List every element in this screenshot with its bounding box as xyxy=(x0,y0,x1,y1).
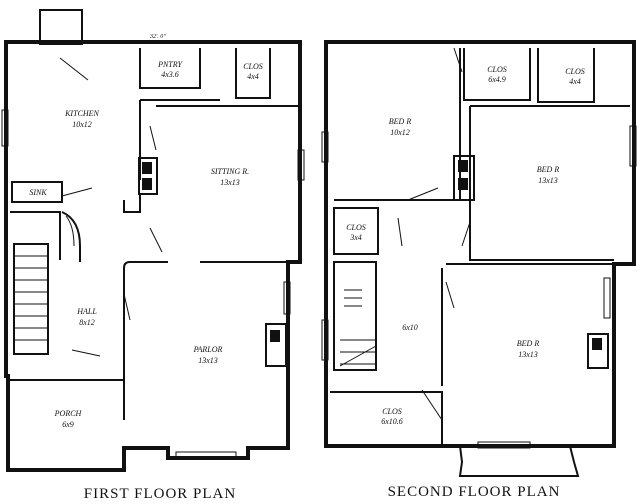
door-swing xyxy=(149,227,163,253)
window xyxy=(603,277,611,319)
window xyxy=(1,109,9,147)
second-floor-plan: BED R 10x12 CLOS 6x4.9 CLOS 4x4 BED R 13… xyxy=(321,40,637,477)
hall-label: HALL xyxy=(76,307,97,316)
closet-3-label: CLOS xyxy=(346,223,366,232)
closet-label: CLOS xyxy=(243,62,263,71)
door-swing xyxy=(397,217,403,247)
stair-curve xyxy=(61,211,81,262)
door-swing xyxy=(61,187,93,197)
wall xyxy=(469,106,614,261)
stairs xyxy=(13,243,49,355)
closet-1-label: CLOS xyxy=(487,65,507,74)
bedroom-1-size: 10x12 xyxy=(390,128,410,137)
pantry-label: PNTRY xyxy=(157,60,183,69)
fireplace-box xyxy=(142,162,152,174)
window xyxy=(321,319,329,361)
stairs xyxy=(333,261,377,371)
pantry-walls xyxy=(139,48,201,89)
kitchen-label: KITCHEN xyxy=(64,109,99,118)
door-swing xyxy=(71,349,101,357)
first-floor-caption: FIRST FLOOR PLAN xyxy=(84,486,236,502)
door-swing xyxy=(461,221,471,247)
bedroom-1-label: BED R xyxy=(389,117,412,126)
closet-2-size: 4x4 xyxy=(569,77,581,86)
closet-walls xyxy=(333,207,379,255)
bay-outline xyxy=(458,445,580,477)
chimney-top xyxy=(39,9,83,45)
bedroom-3-label: BED R xyxy=(517,339,540,348)
first-floor-plan: 32'. 0" PNTRY 4x3.6 CLOS 4x4 KITCHEN 10x… xyxy=(1,9,305,472)
closet-3-size: 3x4 xyxy=(349,233,362,242)
fireplace xyxy=(587,333,609,369)
closet-4-size: 6x10.6 xyxy=(381,417,403,426)
closet-size: 4x4 xyxy=(247,72,259,81)
window xyxy=(283,281,291,315)
fireplace-box xyxy=(142,178,152,190)
bedroom-2-size: 13x13 xyxy=(538,176,558,185)
window xyxy=(629,125,637,167)
wall xyxy=(123,261,131,269)
hall-size: 6x10 xyxy=(402,323,418,332)
parlor-label: PARLOR xyxy=(193,345,223,354)
closet-walls xyxy=(330,391,443,444)
door-swing xyxy=(453,47,463,73)
sitting-room-label: SITTING R. xyxy=(211,167,249,176)
fireplace-box xyxy=(592,338,602,350)
door-swing xyxy=(421,389,443,421)
window xyxy=(321,131,329,163)
overall-width-dimension: 32'. 0" xyxy=(149,34,166,40)
closet-walls xyxy=(235,48,271,99)
wall xyxy=(10,211,61,260)
closet-4-label: CLOS xyxy=(382,407,402,416)
closet-walls xyxy=(463,48,531,101)
bedroom-2-label: BED R xyxy=(537,165,560,174)
closet-walls xyxy=(537,48,595,103)
window xyxy=(297,149,305,181)
bedroom-3-size: 13x13 xyxy=(518,350,538,359)
porch-size: 6x9 xyxy=(62,420,74,429)
window xyxy=(175,451,237,459)
first-floor-outer-wall xyxy=(4,40,302,472)
porch-label: PORCH xyxy=(54,409,83,418)
door-swing xyxy=(123,293,131,321)
fireplace-box xyxy=(270,330,280,342)
second-floor-caption: SECOND FLOOR PLAN xyxy=(388,484,561,500)
door-swing xyxy=(149,125,157,151)
sink-label: SINK xyxy=(29,188,47,197)
parlor-fireplace xyxy=(265,323,287,367)
wall xyxy=(123,194,141,213)
fireplace xyxy=(138,157,158,195)
fireplace-box xyxy=(458,178,468,190)
closet-2-label: CLOS xyxy=(565,67,585,76)
fireplace xyxy=(453,155,475,201)
pantry-size: 4x3.6 xyxy=(161,70,179,79)
window xyxy=(477,441,531,449)
parlor-size: 13x13 xyxy=(198,356,218,365)
stair-curve xyxy=(65,215,75,247)
door-swing xyxy=(407,187,439,201)
door-swing xyxy=(59,57,89,81)
door-swing xyxy=(445,281,455,309)
sink xyxy=(11,181,63,203)
sitting-room-size: 13x13 xyxy=(220,178,240,187)
fireplace-box xyxy=(458,160,468,172)
closet-1-size: 6x4.9 xyxy=(488,75,506,84)
kitchen-size: 10x12 xyxy=(72,120,92,129)
hall-size: 8x12 xyxy=(79,318,95,327)
